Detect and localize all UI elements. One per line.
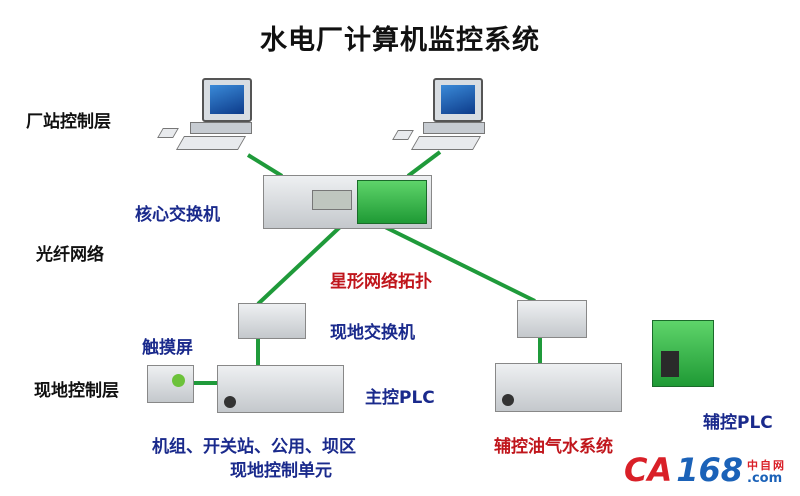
operator-workstation-1 <box>157 78 255 158</box>
page-title: 水电厂计算机监控系统 <box>260 25 540 56</box>
main-plc-device <box>217 365 344 413</box>
aux-plc-label: 辅控PLC <box>703 413 773 433</box>
link-ws1-core <box>246 153 284 178</box>
field-switch-label: 现地交换机 <box>330 323 415 343</box>
aux-plc-device <box>652 320 714 387</box>
field-switch-device-2 <box>517 300 587 338</box>
core-switch-label: 核心交换机 <box>135 205 220 225</box>
link-core-fieldswitch1 <box>256 225 342 306</box>
logo-cn: 中自网 <box>747 458 786 472</box>
field-control-layer-label: 现地控制层 <box>34 381 119 401</box>
field-switch-device-1 <box>238 303 306 339</box>
link-ws2-core <box>406 150 442 178</box>
aux-system-label: 辅控油气水系统 <box>494 437 613 457</box>
star-topology-label: 星形网络拓扑 <box>330 272 432 292</box>
operator-workstation-2 <box>392 78 490 158</box>
core-switch-device <box>263 175 432 229</box>
control-units-label-line2: 现地控制单元 <box>230 461 332 481</box>
logo-brand-a: CA <box>623 451 673 489</box>
logo-brand-b: 168 <box>676 451 743 489</box>
main-plc-label: 主控PLC <box>365 388 435 408</box>
ca168-logo: CA 168 中自网 .com <box>624 454 786 486</box>
aux-system-plc-device <box>495 363 622 412</box>
control-units-label-line1: 机组、开关站、公用、坝区 <box>152 437 356 457</box>
link-core-fieldswitch2 <box>384 225 536 303</box>
touch-screen-device <box>147 365 194 403</box>
station-control-layer-label: 厂站控制层 <box>26 112 111 132</box>
logo-domain: .com <box>747 470 783 486</box>
fiber-network-label: 光纤网络 <box>36 245 104 265</box>
touch-screen-label: 触摸屏 <box>142 338 193 358</box>
